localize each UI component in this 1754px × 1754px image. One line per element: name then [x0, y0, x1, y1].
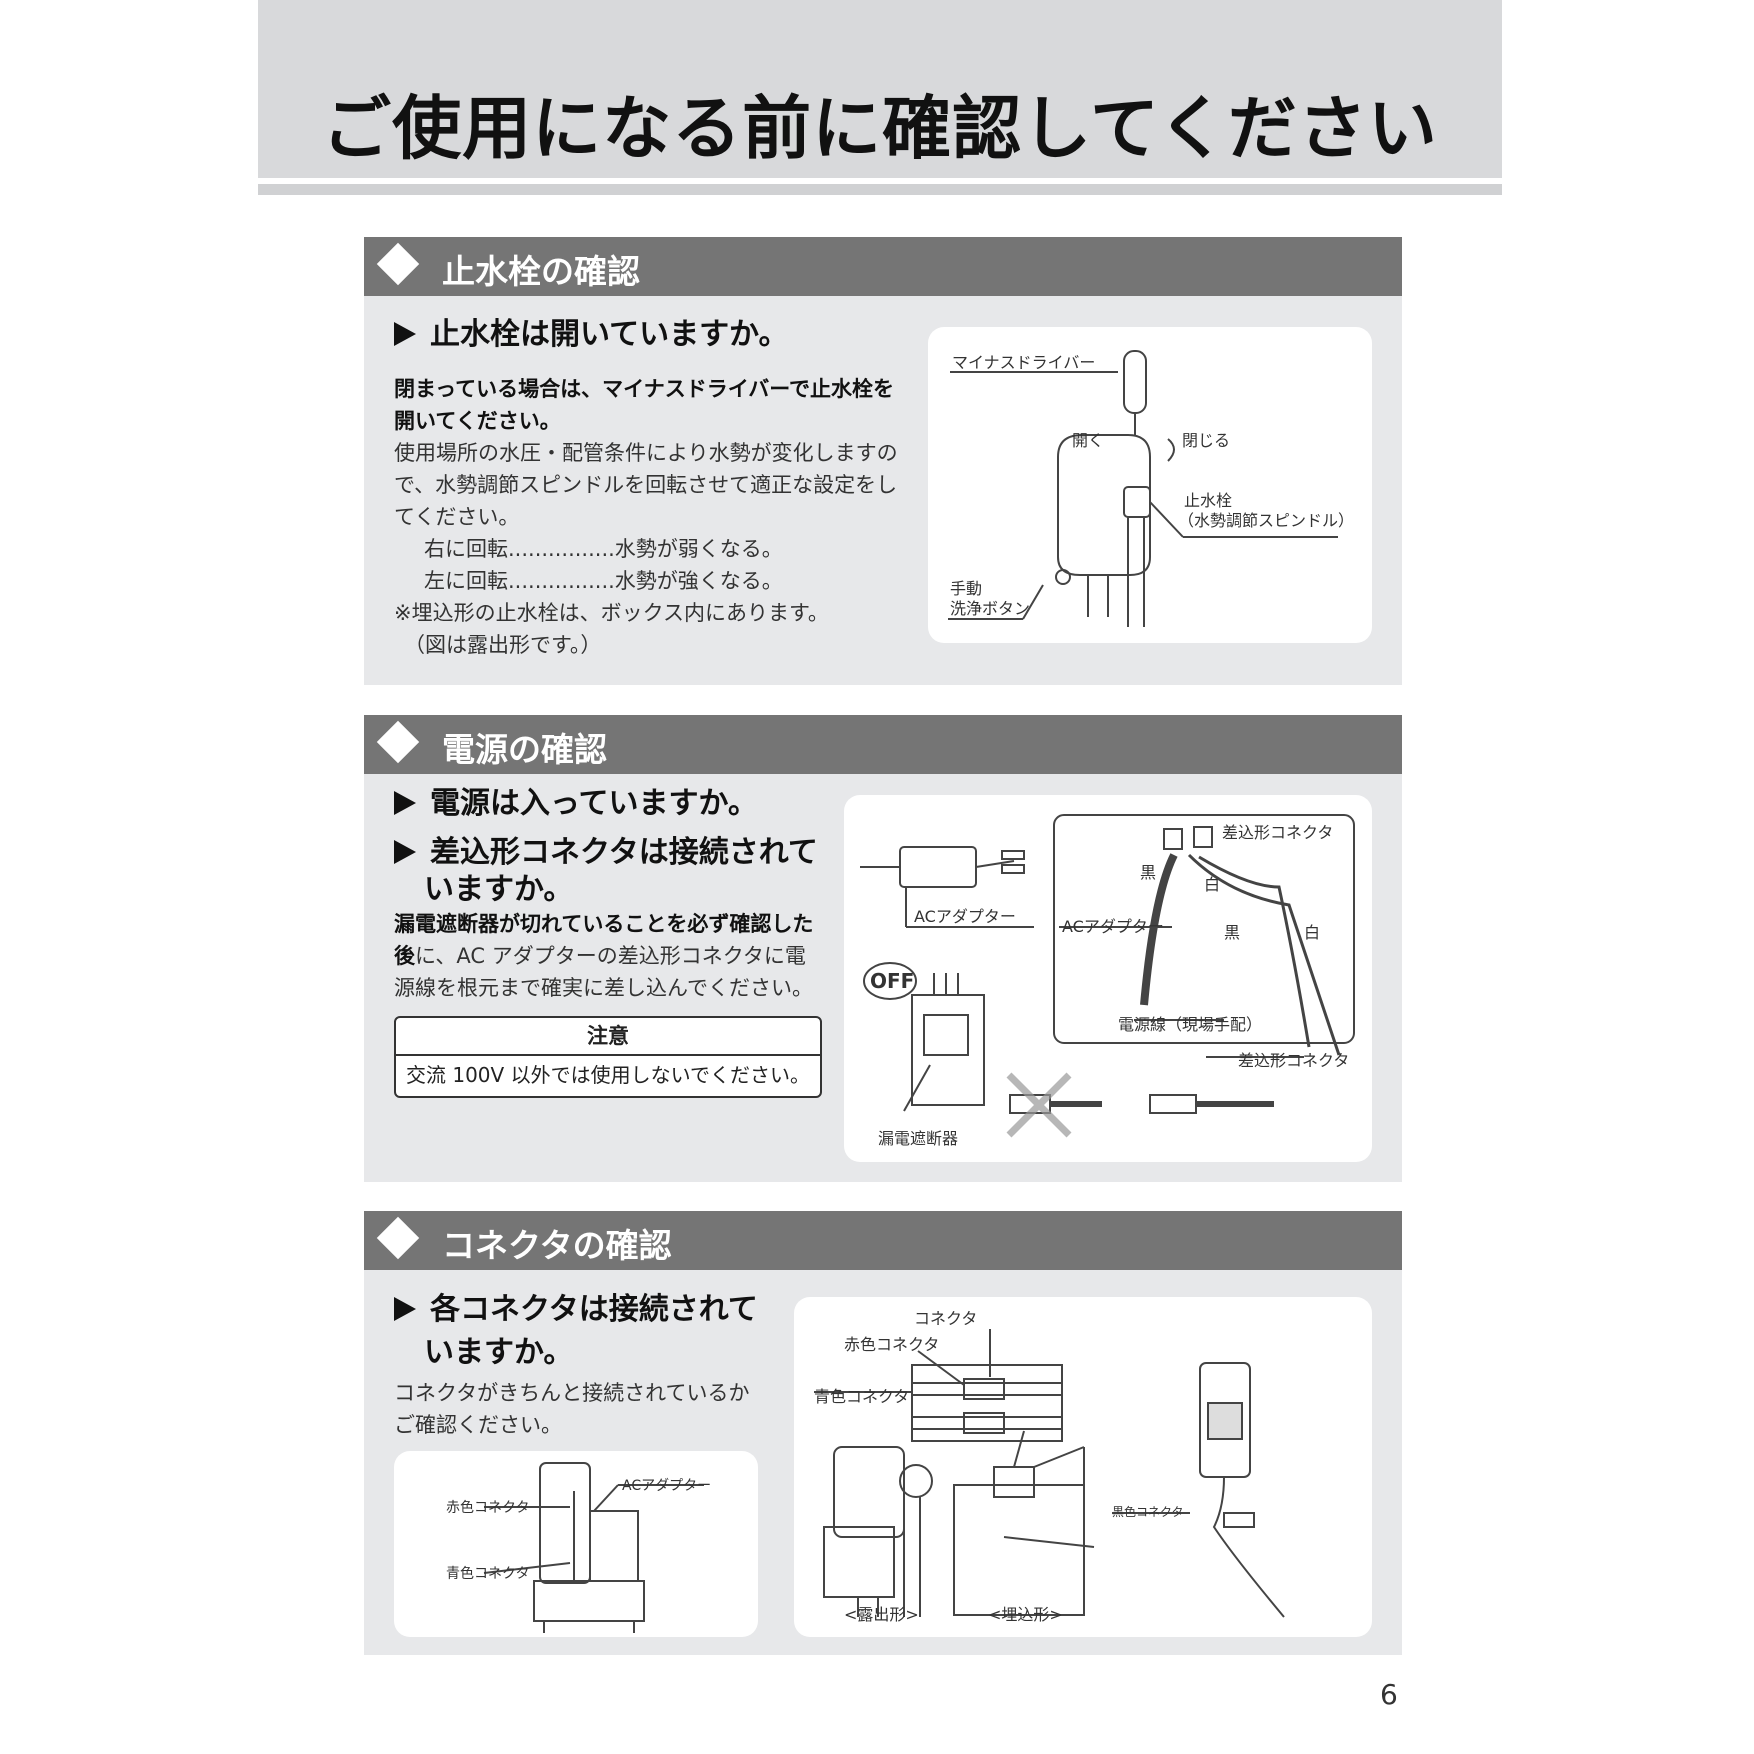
diamond-icon	[376, 720, 420, 764]
title-rule	[258, 184, 1502, 195]
label-black-connector: 黒色コネクタ	[1112, 1505, 1184, 1519]
question-plug-connected: 差込形コネクタは接続されて	[394, 833, 818, 873]
triangle-bullet-icon	[394, 1297, 416, 1321]
triangle-bullet-icon	[394, 791, 416, 815]
question-connectors-cont: いますか。	[424, 1335, 574, 1370]
label-black-2: 黒	[1224, 923, 1241, 942]
question-text: 差込形コネクタは接続されて	[430, 835, 818, 870]
caution-box: 注意 交流 100V 以外では使用しないでください。	[394, 1016, 822, 1098]
bold-line: 閉まっている場合は、マイナスドライバーで止水栓を	[394, 377, 895, 401]
bold-line: 後	[394, 944, 415, 968]
body-line: てください。	[394, 505, 520, 529]
page-number: 6	[1380, 1678, 1398, 1711]
body-line: 使用場所の水圧・配管条件により水勢が変化しますの	[394, 441, 898, 465]
title-band	[258, 0, 1502, 178]
body-line: 源線を根元まで確実に差し込んでください。	[394, 976, 813, 1000]
question-text: 各コネクタは接続されて	[430, 1292, 758, 1327]
body-line: コネクタがきちんと接続されているか	[394, 1381, 750, 1405]
page-title: ご使用になる前に確認してください	[322, 89, 1438, 169]
label-valve: 止水栓	[1184, 491, 1233, 510]
label-open: 開く	[1072, 431, 1105, 450]
label-close: 閉じる	[1182, 431, 1231, 450]
section-title: 止水栓の確認	[442, 252, 640, 291]
diamond-icon	[376, 242, 420, 286]
label-blue-connector: 青色コネクタ	[446, 1566, 530, 1582]
section-power-check: 電源の確認 電源は入っていますか。 差込形コネクタは接続されて いますか。 漏電…	[364, 715, 1402, 1182]
valve-illustration	[948, 350, 1338, 627]
unit-connector-illustration	[483, 1462, 704, 1633]
triangle-bullet-icon	[394, 322, 416, 346]
label-plug-connector-2: 差込形コネクタ	[1238, 1051, 1350, 1070]
label-blue-connector: 青色コネクタ	[814, 1387, 910, 1406]
label-manual: 手動	[950, 579, 983, 598]
label-ac-adapter: ACアダプター	[622, 1478, 712, 1494]
question-valve-open: 止水栓は開いていますか。	[394, 315, 789, 355]
label-red-connector: 赤色コネクタ	[446, 1500, 530, 1516]
power-instructions: 漏電遮断器が切れていることを必ず確認した 後に、AC アダプターの差込形コネクタ…	[394, 908, 814, 1004]
label-connector: コネクタ	[914, 1309, 978, 1328]
triangle-bullet-icon	[394, 840, 416, 864]
section-title: コネクタの確認	[442, 1226, 672, 1265]
label-plug-connector: 差込形コネクタ	[1222, 823, 1334, 842]
section-valve-check: 止水栓の確認 止水栓は開いていますか。 閉まっている場合は、マイナスドライバーで…	[364, 237, 1402, 685]
note-line: （図は露出形です。）	[404, 633, 602, 657]
connector-instructions: コネクタがきちんと接続されているか ご確認ください。	[394, 1377, 774, 1441]
connector-figure-left: 赤色コネクタ 青色コネクタ ACアダプター	[394, 1451, 758, 1637]
bold-line: 漏電遮断器が切れていることを必ず確認した	[394, 912, 814, 936]
label-ac-adapter-2: ACアダプター	[1062, 917, 1164, 936]
question-power-on: 電源は入っていますか。	[394, 784, 758, 824]
power-illustration	[860, 814, 1355, 1138]
label-screwdriver: マイナスドライバー	[952, 353, 1096, 372]
section-header: コネクタの確認	[364, 1211, 1402, 1270]
caution-heading: 注意	[396, 1018, 820, 1056]
connector-figure-right: コネクタ 赤色コネクタ 青色コネクタ 黒色コネクタ <露出形> <埋込形>	[794, 1297, 1372, 1637]
rotate-left-line: 左に回転................水勢が強くなる。	[424, 569, 783, 593]
question-connectors: 各コネクタは接続されて	[394, 1290, 758, 1330]
rotate-right-line: 右に回転................水勢が弱くなる。	[424, 537, 783, 561]
label-exposed-type: <露出形>	[844, 1605, 919, 1624]
power-figure-panel: ACアダプター OFF 漏電遮断器 差込形コネクタ 黒 白 ACアダプター 黒 …	[844, 795, 1372, 1162]
section-title: 電源の確認	[442, 730, 607, 769]
caution-text: 交流 100V 以外では使用しないでください。	[406, 1063, 810, 1087]
section-connector-check: コネクタの確認 各コネクタは接続されて いますか。 コネクタがきちんと接続されて…	[364, 1211, 1402, 1655]
valve-figure-panel: マイナスドライバー 開く 閉じる 止水栓 （水勢調節スピンドル） 手動 洗浄ボタ…	[928, 327, 1372, 643]
label-flush-button: 洗浄ボタン	[950, 599, 1031, 618]
question-text: 電源は入っていますか。	[430, 786, 758, 821]
label-off: OFF	[870, 969, 915, 993]
body-line: ご確認ください。	[394, 1413, 562, 1437]
note-line: ※埋込形の止水栓は、ボックス内にあります。	[394, 601, 829, 625]
label-white-2: 白	[1304, 923, 1321, 942]
label-black: 黒	[1140, 863, 1157, 882]
label-red-connector: 赤色コネクタ	[844, 1335, 940, 1354]
question-text: 止水栓は開いていますか。	[430, 317, 789, 352]
label-white: 白	[1204, 875, 1221, 894]
section-header: 止水栓の確認	[364, 237, 1402, 296]
connector-types-illustration	[814, 1329, 1285, 1618]
body-line: で、水勢調節スピンドルを回転させて適正な設定をし	[394, 473, 898, 497]
bold-line: 開いてください。	[394, 409, 561, 433]
label-embedded-type: <埋込形>	[988, 1605, 1063, 1624]
section-header: 電源の確認	[364, 715, 1402, 774]
diamond-icon	[376, 1216, 420, 1260]
question-plug-connected-cont: いますか。	[424, 872, 574, 907]
label-ac-adapter: ACアダプター	[914, 907, 1016, 926]
valve-instructions: 閉まっている場合は、マイナスドライバーで止水栓を 開いてください。 使用場所の水…	[394, 373, 914, 661]
label-power-line: 電源線（現場手配）	[1118, 1015, 1263, 1034]
label-breaker: 漏電遮断器	[878, 1129, 959, 1148]
body-line: に、AC アダプターの差込形コネクタに電	[415, 944, 806, 968]
label-spindle: （水勢調節スピンドル）	[1178, 511, 1355, 530]
